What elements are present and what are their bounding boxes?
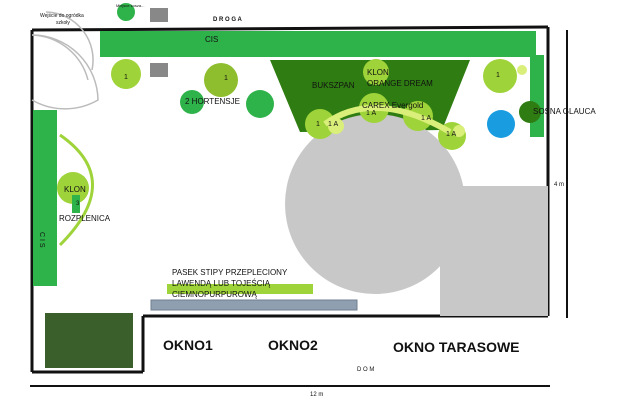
hortensja-2 <box>246 90 274 118</box>
label-width-dimension: 12 m <box>310 392 323 398</box>
label-entrance: Wejście do ogródka <box>40 13 84 19</box>
window-sill-strip <box>150 299 358 311</box>
label-cis-top: CIS <box>205 35 218 44</box>
label-height-dimension: 4 m <box>554 182 564 188</box>
marker-shrub-1a-center-right: 1 A <box>421 115 431 122</box>
sosna-glauca <box>519 101 541 123</box>
label-stipa-3: CIEMNOPURPUROWĄ <box>172 290 258 299</box>
label-hortensje: 2 HORTENSJE <box>185 97 240 106</box>
top-small-shrub <box>117 3 135 21</box>
rozplenica-outline <box>58 133 94 247</box>
marker-shrub-1-bukszpan: 1 <box>316 121 320 128</box>
marker-tree-left: 1 <box>124 74 128 81</box>
carex-evergold-arc <box>323 104 452 135</box>
label-cis-left: C I S <box>38 232 45 248</box>
klon-orange-dream <box>363 59 389 85</box>
blue-shrub <box>487 110 515 138</box>
light-shrub-right <box>517 65 527 75</box>
shrub-1-bukszpan <box>305 109 335 139</box>
dark-lawn-bed <box>45 313 133 368</box>
label-rozplenica: ROZPLENICA <box>59 214 111 223</box>
label-dom: D O M <box>357 367 374 373</box>
cis-hedge-top <box>100 31 536 57</box>
marker-shrub-1a-left: 1 A <box>328 121 338 128</box>
label-klon-left: KLON <box>64 185 86 194</box>
label-sosna: SOSNA GLAUCA <box>533 107 596 116</box>
klon-left <box>57 172 89 204</box>
label-klon-orange-2: ORANGE DREAM <box>367 79 433 88</box>
marker-tree-middle: 1 <box>224 75 228 82</box>
label-okno2: OKNO2 <box>268 337 318 353</box>
tree-1-left <box>111 59 141 89</box>
label-bukszpan: BUKSZPAN <box>312 81 355 90</box>
cis-hedge-right <box>530 55 544 137</box>
bin-spot-top <box>150 8 168 22</box>
tree-1-right <box>483 59 517 93</box>
hortensja-1 <box>180 90 204 114</box>
patio-circle <box>285 114 465 294</box>
cis-hedge-left <box>33 110 57 286</box>
label-okno-tarasowe: OKNO TARASOWE <box>393 339 520 355</box>
label-stipa-1: PASEK STIPY PRZEPLECIONY <box>172 268 288 277</box>
shrub-1a-right-dot <box>453 125 465 137</box>
marker-shrub-1a-center: 1 A <box>366 110 376 117</box>
label-carex: CAREX Evergold <box>362 101 423 110</box>
label-klon-orange-1: KLON <box>367 68 389 77</box>
entrance-gate-arcs <box>31 11 99 110</box>
marker-klon-left: 3 <box>76 201 80 207</box>
rozplenica-marker <box>72 195 80 213</box>
bin-spot-lower <box>150 63 168 77</box>
tree-1-middle <box>204 63 238 97</box>
label-road: D R O G A <box>213 17 242 23</box>
label-bin-top: Miejsce kosza... <box>116 3 144 8</box>
label-okno1: OKNO1 <box>163 337 213 353</box>
label-stipa-2: LAWENDĄ LUB TOJEŚCIĄ <box>172 279 271 288</box>
marker-shrub-1a-right: 1 A <box>446 131 456 138</box>
label-entrance2: szkoły <box>56 20 70 26</box>
marker-tree-right: 1 <box>496 72 500 79</box>
stipa-strip <box>167 284 313 294</box>
